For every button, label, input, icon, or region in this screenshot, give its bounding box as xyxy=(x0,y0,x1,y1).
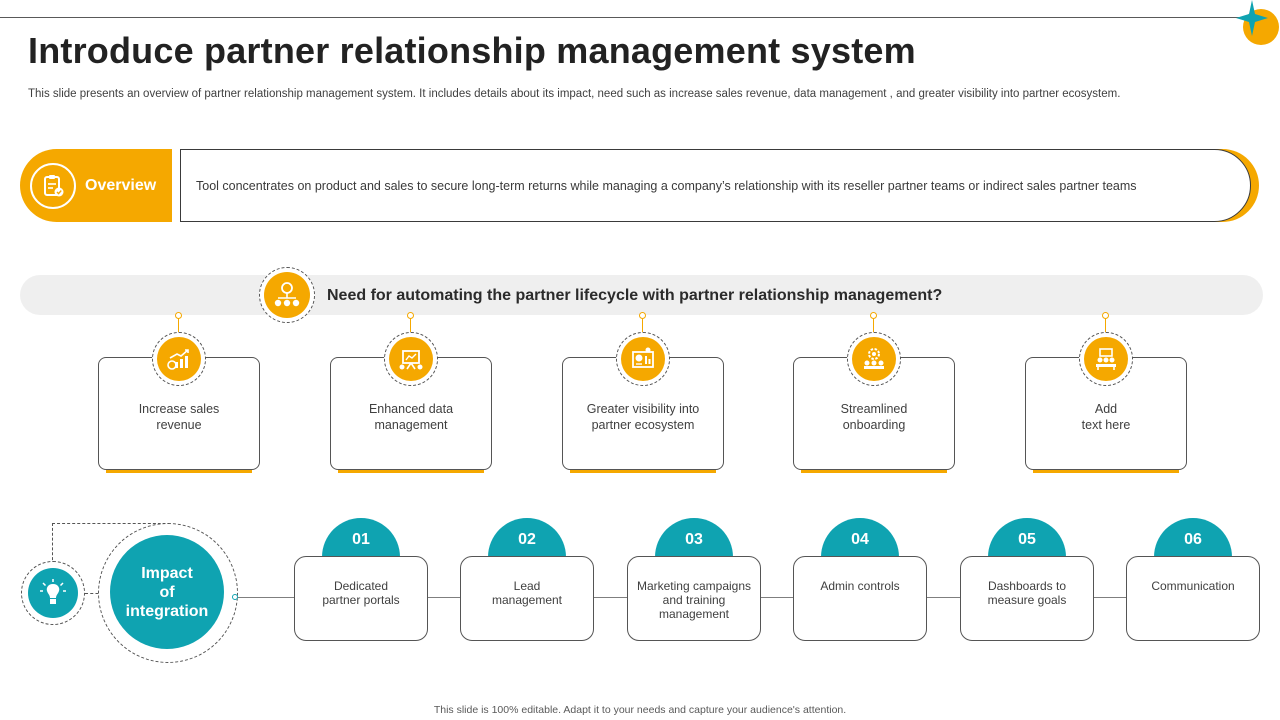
step-box: Dedicated partner portals xyxy=(294,556,428,641)
card-shadow xyxy=(801,468,947,473)
page-subtitle: This slide presents an overview of partn… xyxy=(28,88,1121,100)
card-label: Greater visibility into partner ecosyste… xyxy=(586,402,700,432)
step-label: Admin controls xyxy=(820,579,900,593)
step-label: Dedicated partner portals xyxy=(322,579,400,607)
step-box: Dashboards to measure goals xyxy=(960,556,1094,641)
card-connector-dot xyxy=(175,312,182,319)
card-shadow xyxy=(570,468,716,473)
overview-label: Overview xyxy=(85,177,157,194)
lightbulb-hand-icon xyxy=(28,568,78,618)
card-shadow xyxy=(106,468,252,473)
overview-text: Tool concentrates on product and sales t… xyxy=(196,179,1137,193)
footer-note: This slide is 100% editable. Adapt it to… xyxy=(433,704,847,716)
meeting-icon xyxy=(1084,337,1128,381)
card-connector xyxy=(1105,317,1106,334)
step-box: Communication xyxy=(1126,556,1260,641)
step-label: Communication xyxy=(1151,579,1235,593)
impact-title-circle: Impact of integration xyxy=(110,535,224,649)
need-card: Add text here xyxy=(1025,312,1187,474)
overview-badge: Overview xyxy=(20,149,172,222)
step-number: 03 xyxy=(685,531,703,548)
impact-title-ring: Impact of integration xyxy=(98,523,238,663)
card-icon-ring xyxy=(384,332,438,386)
impact-step: 02 Lead management xyxy=(460,518,594,642)
step-label: Marketing campaigns and training managem… xyxy=(636,579,752,621)
step-label: Dashboards to measure goals xyxy=(987,579,1067,607)
step-label: Lead management xyxy=(491,579,563,607)
impact-step: 01 Dedicated partner portals xyxy=(294,518,428,642)
growth-chart-icon xyxy=(157,337,201,381)
need-card: Enhanced data management xyxy=(330,312,492,474)
step-number: 01 xyxy=(352,531,370,548)
impact-step: 06 Communication xyxy=(1126,518,1260,642)
corner-logo-icon xyxy=(1236,0,1279,45)
top-rule xyxy=(0,17,1262,18)
need-question: Need for automating the partner lifecycl… xyxy=(327,287,943,304)
clipboard-check-icon xyxy=(30,163,76,209)
card-label: Add text here xyxy=(1081,402,1131,432)
impact-title: Impact of integration xyxy=(125,564,209,620)
need-card: Increase sales revenue xyxy=(98,312,260,474)
impact-step: 05 Dashboards to measure goals xyxy=(960,518,1094,642)
step-number: 02 xyxy=(518,531,536,548)
card-connector xyxy=(410,317,411,334)
step-number: 05 xyxy=(1018,531,1036,548)
card-icon-ring xyxy=(1079,332,1133,386)
page-title: Introduce partner relationship managemen… xyxy=(28,30,916,71)
card-icon-ring xyxy=(847,332,901,386)
timeline-start-dot xyxy=(232,594,238,600)
card-icon-ring xyxy=(152,332,206,386)
step-box: Lead management xyxy=(460,556,594,641)
step-box: Admin controls xyxy=(793,556,927,641)
card-connector-dot xyxy=(870,312,877,319)
card-connector xyxy=(178,317,179,334)
card-connector xyxy=(642,317,643,334)
card-shadow xyxy=(338,468,484,473)
overview-text-box: Tool concentrates on product and sales t… xyxy=(180,149,1251,222)
card-label: Streamlined onboarding xyxy=(840,402,908,432)
data-board-icon xyxy=(389,337,433,381)
network-hierarchy-icon xyxy=(264,272,310,318)
card-shadow xyxy=(1033,468,1179,473)
card-connector-dot xyxy=(1102,312,1109,319)
card-connector xyxy=(873,317,874,334)
need-banner xyxy=(20,275,1263,315)
need-icon-ring xyxy=(259,267,315,323)
step-box: Marketing campaigns and training managem… xyxy=(627,556,761,641)
card-label: Enhanced data management xyxy=(368,402,454,432)
team-gears-icon xyxy=(852,337,896,381)
impact-step: 04 Admin controls xyxy=(793,518,927,642)
card-connector-dot xyxy=(407,312,414,319)
need-card: Greater visibility into partner ecosyste… xyxy=(562,312,724,474)
card-icon-ring xyxy=(616,332,670,386)
card-label: Increase sales revenue xyxy=(138,402,220,432)
dashed-connector xyxy=(85,593,109,594)
step-number: 04 xyxy=(851,531,869,548)
dashed-connector xyxy=(52,523,166,524)
card-connector-dot xyxy=(639,312,646,319)
impact-icon-ring xyxy=(21,561,85,625)
need-card: Streamlined onboarding xyxy=(793,312,955,474)
dashed-connector xyxy=(52,523,53,565)
dashboard-icon xyxy=(621,337,665,381)
impact-step: 03 Marketing campaigns and training mana… xyxy=(627,518,761,642)
step-number: 06 xyxy=(1184,531,1202,548)
